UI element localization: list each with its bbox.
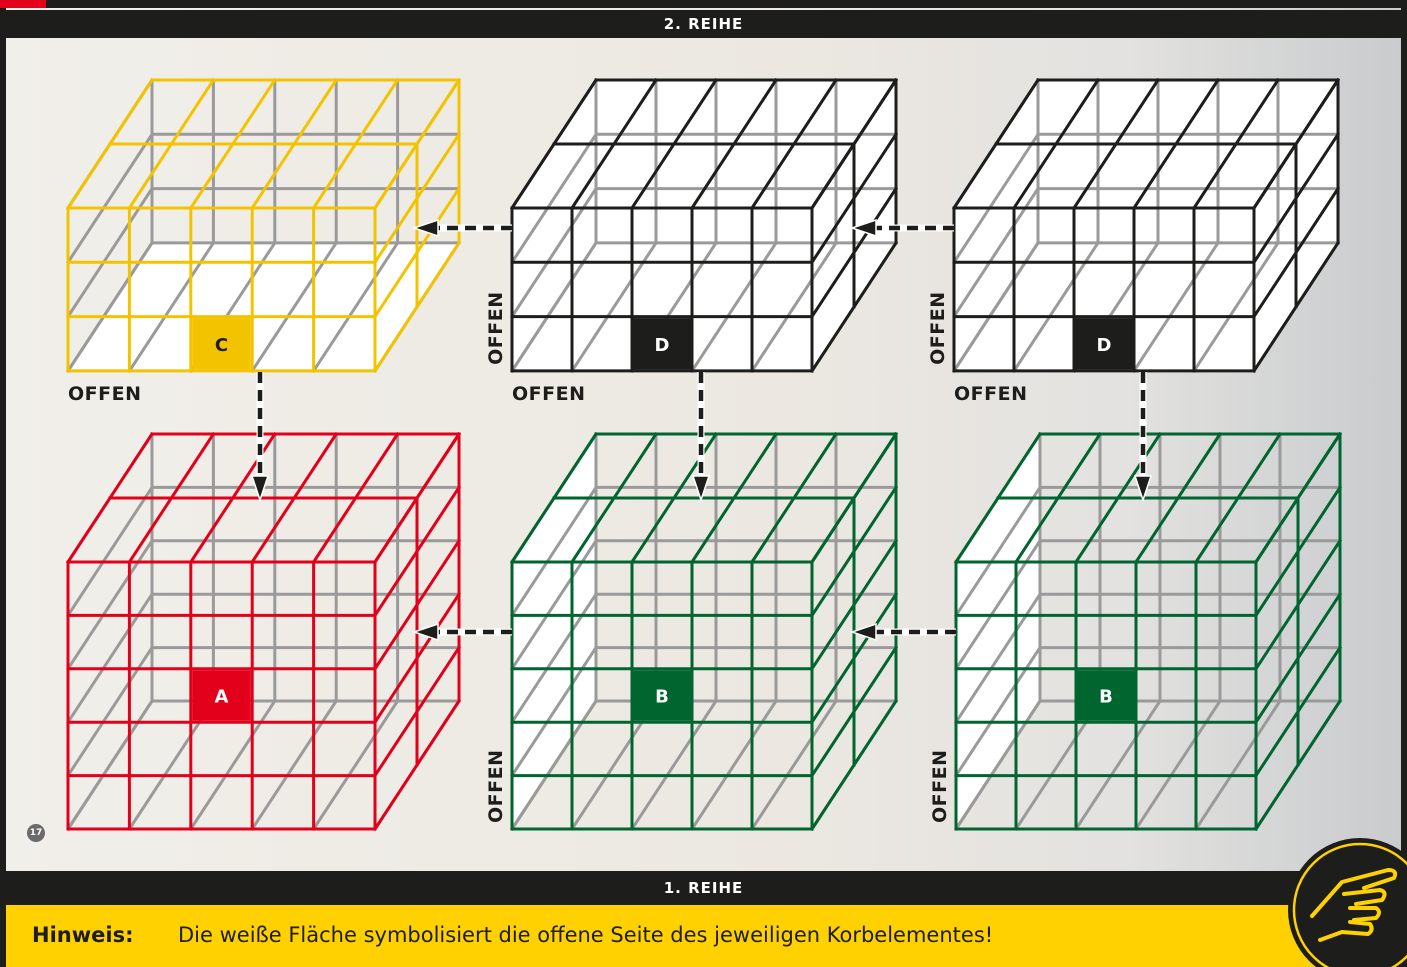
arrow-head — [852, 624, 876, 640]
dashed-arrow — [1135, 372, 1151, 500]
left-grid-line — [68, 594, 152, 722]
hint-text: Die weiße Fläche symbolisiert die offene… — [178, 923, 993, 947]
left-grid-line — [68, 487, 152, 615]
open-label-horizontal: OFFEN — [512, 383, 586, 405]
open-face-left — [512, 434, 596, 829]
open-face-left — [956, 434, 1040, 829]
dashed-arrow — [852, 220, 954, 236]
open-label-vertical: OFFEN — [485, 291, 507, 365]
left-grid-line — [68, 701, 152, 829]
left-grid-line — [68, 134, 152, 262]
cell-label-b: B — [1099, 687, 1113, 708]
floor-grid-line — [314, 701, 398, 829]
page-number: 17 — [27, 824, 45, 842]
dashed-arrow — [252, 372, 268, 500]
cage-top-left: C OFFEN — [68, 80, 459, 405]
cell-label-d: D — [1097, 335, 1112, 356]
floor-grid-line — [252, 701, 336, 829]
open-label-vertical: OFFEN — [485, 750, 507, 824]
left-grid-line — [68, 648, 152, 776]
pointing-hand-icon — [1284, 836, 1407, 967]
row-1-header: 1. REIHE — [6, 871, 1401, 905]
hint-bar: Hinweis: Die weiße Fläche symbolisiert d… — [6, 905, 1401, 967]
cage-bottom-middle: B OFFEN — [485, 434, 896, 829]
cell-label-d: D — [655, 335, 670, 356]
left-grid-line — [68, 541, 152, 669]
open-label-horizontal: OFFEN — [954, 383, 1028, 405]
open-label-vertical: OFFEN — [927, 291, 949, 365]
hint-label: Hinweis: — [32, 923, 133, 947]
cage-bottom-right: B OFFEN — [929, 434, 1340, 829]
dashed-arrow — [852, 624, 956, 640]
cell-label-a: A — [215, 687, 229, 708]
dashed-arrow — [414, 220, 512, 236]
open-label-horizontal: OFFEN — [68, 383, 142, 405]
open-label-vertical: OFFEN — [929, 750, 951, 824]
dashed-arrow — [693, 372, 709, 500]
cell-label-b: B — [655, 687, 669, 708]
cage-bottom-left: A — [68, 434, 459, 829]
cell-label-c: C — [215, 335, 228, 356]
dashed-arrow — [414, 624, 512, 640]
